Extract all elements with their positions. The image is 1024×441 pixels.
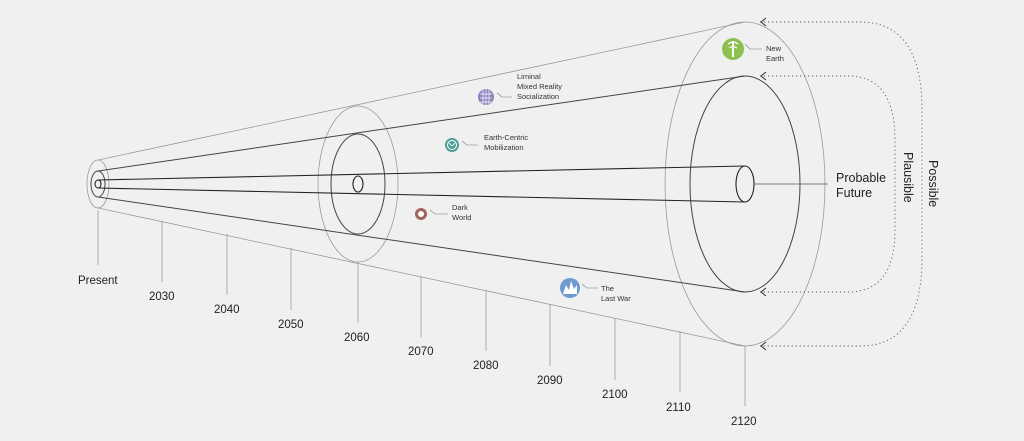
year-label: 2100 [602,389,628,401]
scenario-label-line: Earth-Centric [484,133,528,142]
possible-cone [86,21,826,347]
present-label: Present [78,275,118,287]
plausible-label: Plausible [901,152,915,203]
year-label: 2110 [666,402,691,414]
year-label: 2060 [344,332,370,344]
scenario-label-line: Liminal [517,72,541,81]
explosion-icon [560,278,580,298]
possible-label: Possible [926,160,940,207]
scenario-label-line: New [766,44,782,53]
timeline-ticks [97,210,746,406]
probable-label-line2: Future [836,186,872,200]
plausible-cone [90,75,801,293]
scenario-label-line: Mixed Reality [517,82,562,91]
year-label: 2090 [537,375,563,387]
year-label: 2050 [278,319,304,331]
probable-label-line1: Probable [836,171,886,185]
year-label: 2120 [731,416,757,428]
grid-globe-icon [478,89,494,105]
scenario-label-line: The [601,284,614,293]
scenario-label-line: Dark [452,203,468,212]
scenario-label-line: Last War [601,294,631,303]
scenario-new-earth: New Earth [722,38,784,63]
year-label: 2070 [408,346,434,358]
scenario-last-war: The Last War [560,278,631,303]
probable-cone [94,165,828,203]
brackets [760,17,923,351]
year-label: 2040 [214,304,240,316]
scenario-earth-centric: Earth-Centric Mobilization [445,133,528,152]
burst-icon [415,208,427,220]
scenario-dark-world: Dark World [415,203,471,222]
scenario-label-line: World [452,213,471,222]
timeline-labels: Present 2030 2040 2050 2060 2070 2080 20… [78,275,757,428]
year-label: 2080 [473,360,499,372]
scenario-label-line: Socialization [517,92,559,101]
year-label: 2030 [149,291,175,303]
scenario-liminal: Liminal Mixed Reality Socialization [478,72,562,105]
scenario-label-line: Mobilization [484,143,524,152]
scenario-label-line: Earth [766,54,784,63]
globe-icon [445,138,459,152]
tree-icon [722,38,744,60]
